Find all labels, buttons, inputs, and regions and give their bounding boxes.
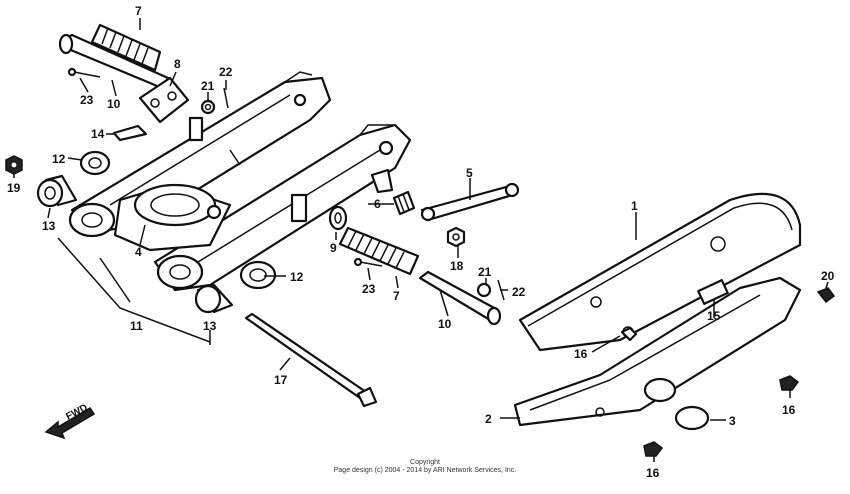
callout-23-lower: 23: [362, 282, 376, 296]
nut-19: [5, 155, 23, 175]
footrest-rubber-lower: [338, 226, 420, 276]
nut-lower: [476, 282, 492, 298]
callout-9: 9: [330, 241, 337, 255]
callout-17: 17: [274, 373, 288, 387]
bolt-16-center: [620, 326, 638, 342]
callout-6: 6: [374, 197, 381, 211]
bushing-lower-left: [36, 174, 78, 208]
callout-19: 19: [7, 181, 21, 195]
pin-lower: [353, 257, 383, 267]
callout-11: 11: [130, 319, 143, 333]
footrest-bar-upper: [58, 33, 170, 90]
callout-10-lower: 10: [438, 317, 452, 331]
callout-21-upper: 21: [201, 79, 215, 93]
callout-16-bottom: 16: [646, 466, 660, 480]
callout-16-right: 16: [782, 403, 796, 417]
inspection-cap: [674, 405, 710, 431]
nut-upper: [200, 99, 216, 115]
callout-2: 2: [485, 412, 492, 426]
callout-21-lower: 21: [478, 265, 492, 279]
bolt-20: [816, 287, 836, 304]
callout-13-left: 13: [42, 219, 56, 233]
chain-case-lower: [513, 276, 802, 427]
callout-4: 4: [135, 245, 142, 259]
copyright-title: Copyright: [410, 459, 440, 466]
chain-case-upper: [518, 192, 802, 352]
callout-7-upper: 7: [135, 4, 142, 18]
bolt-16-bottom: [643, 441, 664, 457]
callout-7-lower: 7: [393, 289, 400, 303]
cotter-pin-upper: [223, 87, 229, 109]
callout-12-left: 12: [52, 152, 66, 166]
callout-23-upper: 23: [80, 93, 94, 107]
callout-1: 1: [631, 199, 638, 213]
callout-20: 20: [821, 269, 835, 283]
callout-10-upper: 10: [107, 97, 121, 111]
nut-18: [446, 226, 466, 248]
callout-3: 3: [729, 414, 736, 428]
callout-14: 14: [91, 127, 105, 141]
bushing-upper-left: [79, 150, 111, 176]
copyright-line: Page design (c) 2004 - 2014 by ARI Netwo…: [333, 467, 517, 474]
callout-16-center: 16: [574, 347, 588, 361]
callout-8: 8: [174, 57, 181, 71]
bolt-16-right: [779, 375, 800, 391]
callout-12-right: 12: [290, 270, 304, 284]
leader-lines: [13, 18, 829, 462]
swing-arm: [68, 71, 412, 292]
callout-numbers: 7 8 23 10 21 22 14 12 19 13 4 11 13 12 1…: [7, 4, 835, 480]
washer-9: [328, 205, 348, 231]
pin-upper: [67, 67, 101, 78]
callout-15: 15: [707, 309, 721, 323]
footrest-bar-lower: [418, 270, 502, 326]
brake-rod: [420, 182, 520, 222]
bushing-upper-right: [239, 260, 277, 290]
label-plate: [112, 124, 148, 142]
callout-13-right: 13: [203, 319, 217, 333]
spring-6: [392, 190, 416, 216]
callout-5: 5: [466, 166, 473, 180]
callout-22-lower: 22: [512, 285, 526, 299]
bushing-lower-right: [194, 283, 234, 314]
footrest-rubber-upper: [90, 23, 162, 72]
callout-18: 18: [450, 259, 464, 273]
callout-22-upper: 22: [219, 65, 233, 79]
pivot-bolt: [244, 312, 378, 408]
forward-arrow: FWD: [44, 402, 96, 440]
footrest-bracket: [138, 76, 190, 124]
